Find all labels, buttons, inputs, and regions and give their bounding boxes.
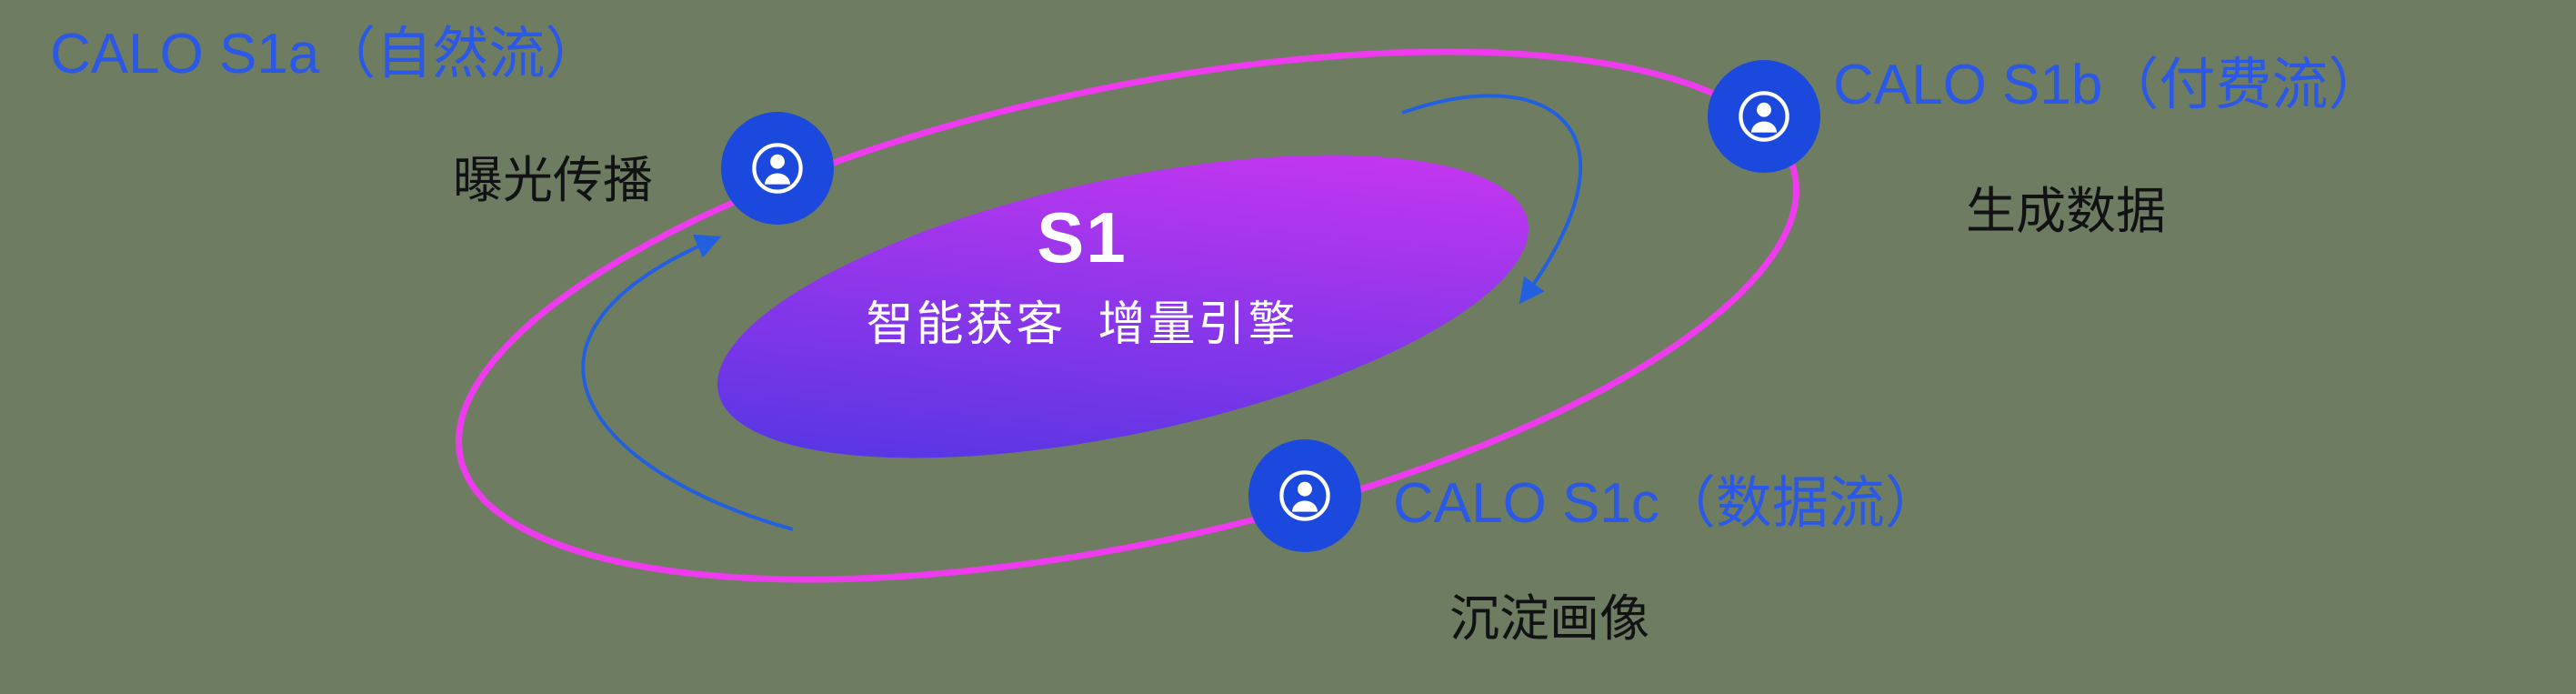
label-s1c-title: CALO S1c（数据流） bbox=[1393, 472, 1941, 535]
label-s1a-title: CALO S1a（自然流） bbox=[50, 23, 602, 85]
label-s1b-subtitle: 生成数据 bbox=[1966, 183, 2167, 239]
core-ellipse bbox=[717, 155, 1529, 458]
node-s1a bbox=[721, 112, 834, 225]
node-s1c bbox=[1248, 439, 1361, 552]
orbit-ring bbox=[456, 48, 1799, 583]
core-title: S1 bbox=[1037, 197, 1128, 277]
user-icon bbox=[1739, 91, 1789, 142]
core-subtitle: 智能获客 增量引擎 bbox=[866, 298, 1298, 351]
label-s1c-subtitle: 沉淀画像 bbox=[1449, 590, 1650, 647]
label-s1b-title: CALO S1b（付费流） bbox=[1833, 54, 2385, 116]
arrow-left-up-icon bbox=[581, 234, 794, 531]
user-icon bbox=[1279, 470, 1330, 521]
node-s1b bbox=[1708, 60, 1820, 173]
label-s1a-subtitle: 曝光传播 bbox=[453, 152, 654, 208]
user-icon bbox=[752, 143, 803, 194]
arrow-right-down-icon bbox=[1401, 94, 1582, 305]
